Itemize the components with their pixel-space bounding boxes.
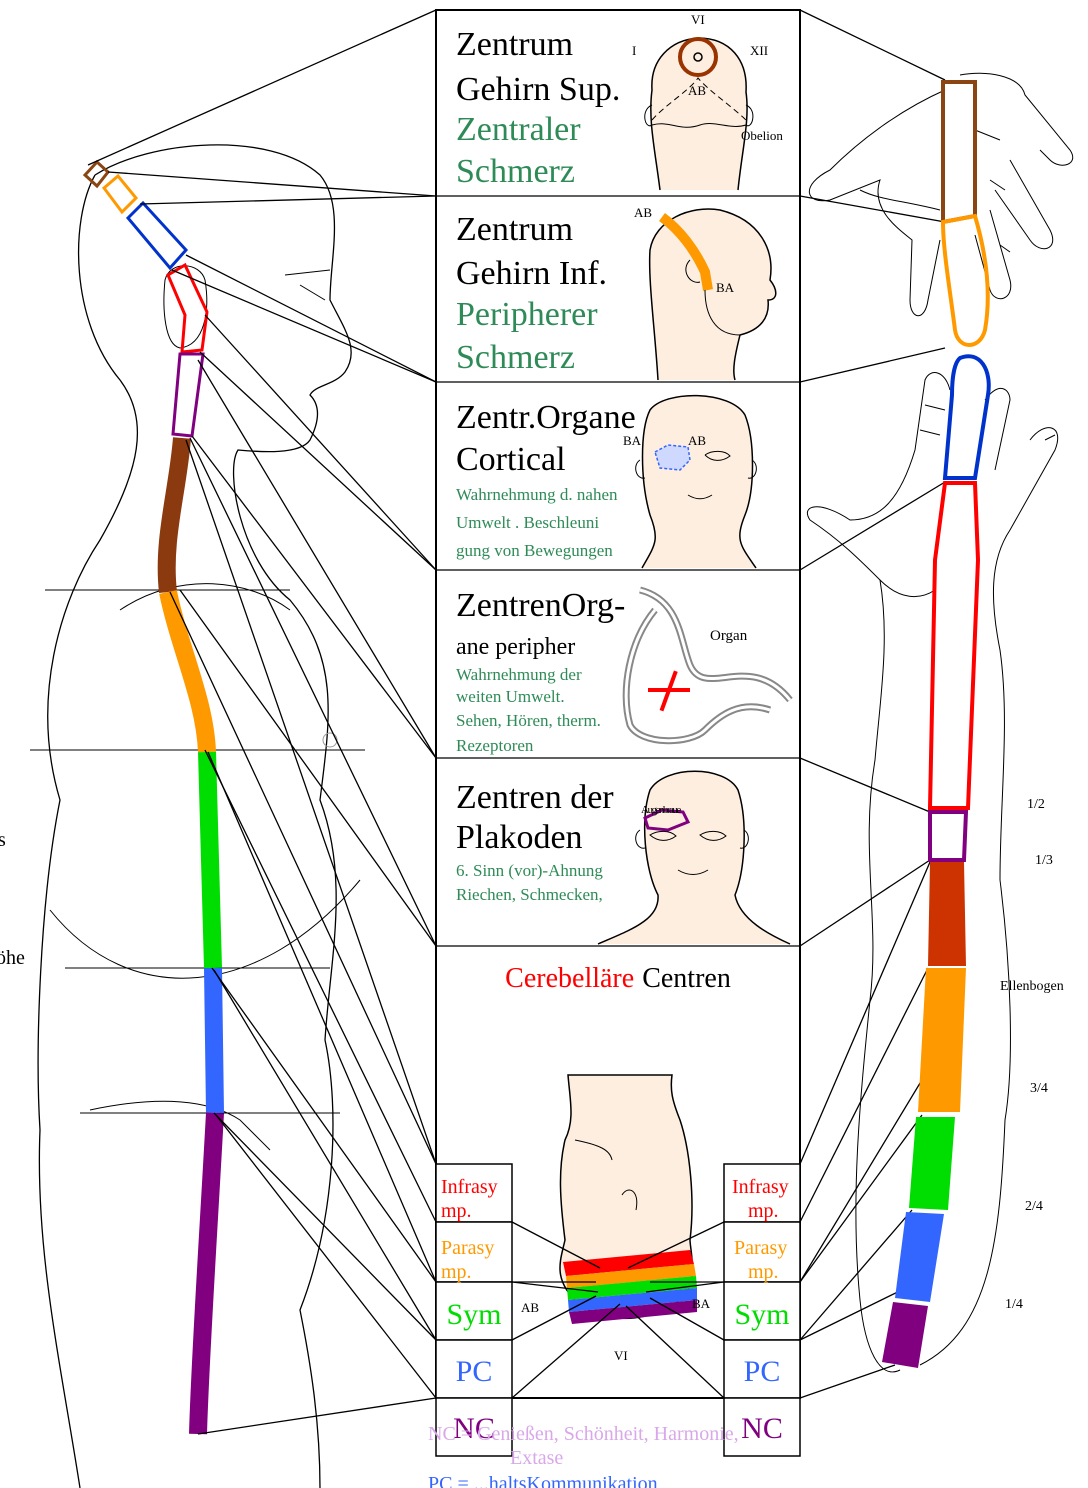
panel2-line3: Peripherer bbox=[456, 296, 598, 333]
spine-segment-red-outline bbox=[168, 265, 207, 352]
panel1-label-ab: AB bbox=[688, 83, 706, 98]
arm-label-one-quarter: 1/4 bbox=[1005, 1297, 1023, 1312]
arm-segment-orange-filled bbox=[918, 968, 966, 1112]
panel2-line4: Schmerz bbox=[456, 339, 575, 376]
cut-label-hoehe: öhe bbox=[0, 947, 25, 969]
panel1-label-vi: VI bbox=[691, 12, 705, 27]
right-box-nc: NC bbox=[741, 1412, 783, 1445]
right-box-parasymp-2: mp. bbox=[748, 1261, 779, 1283]
panel3-line2: Cortical bbox=[456, 441, 566, 478]
spine-segment-purple-filled bbox=[198, 1113, 215, 1434]
spine-segment-purple-outline bbox=[173, 354, 203, 436]
arm-label-three-quarter: 3/4 bbox=[1030, 1081, 1048, 1096]
panel4-label-organ: Organ bbox=[710, 628, 748, 644]
panel6-label-vi: VI bbox=[614, 1348, 628, 1363]
left-box-infrasymp-1: Infrasy bbox=[441, 1176, 498, 1198]
right-box-pc: PC bbox=[744, 1355, 781, 1388]
panel1-label-obelion: Obelion bbox=[741, 128, 783, 143]
arm-segment-brown-outline bbox=[943, 82, 975, 222]
left-box-pc: PC bbox=[456, 1355, 493, 1388]
right-box-infrasymp-2: mp. bbox=[748, 1200, 779, 1222]
left-boxes: Infrasy mp. Parasy mp. Sym PC NC bbox=[436, 1164, 512, 1456]
panel6-title-red: Cerebelläre bbox=[505, 963, 634, 994]
panel2-label-ba: BA bbox=[716, 280, 735, 295]
arm-segment-orange-outline bbox=[943, 216, 988, 345]
panel2-line1: Zentrum bbox=[456, 211, 573, 248]
right-boxes: Infrasy mp. Parasy mp. Sym PC NC bbox=[724, 1164, 800, 1456]
panel5-small1: 6. Sinn (vor)-Ahnung bbox=[456, 861, 603, 880]
panel3-small3: gung von Bewegungen bbox=[456, 541, 613, 560]
panel3-label-ba: BA bbox=[623, 433, 642, 448]
panel1-label-i: I bbox=[632, 43, 636, 58]
panel4-line2: ane peripher bbox=[456, 634, 575, 660]
panel6-title: Cerebelläre Centren bbox=[505, 963, 731, 994]
panel4-small4: Rezeptoren bbox=[456, 736, 534, 755]
panel5-line2: Plakoden bbox=[456, 819, 583, 856]
panel1-line2: Gehirn Sup. bbox=[456, 71, 620, 108]
arm-segment-blue-filled bbox=[895, 1212, 944, 1302]
panel4-small1: Wahrnehmung der bbox=[456, 665, 582, 684]
arm-segment-green-filled bbox=[909, 1117, 955, 1210]
left-box-infrasymp-2: mp. bbox=[441, 1200, 472, 1222]
panel3-small2: Umwelt . Beschleuni bbox=[456, 513, 599, 532]
spine-segment-blue-filled bbox=[213, 968, 215, 1113]
panel2-label-ab: AB bbox=[634, 205, 652, 220]
arm-labels: 1/2 1/3 Ellenbogen 3/4 2/4 1/4 bbox=[1000, 797, 1064, 1312]
spine-segment-green-filled bbox=[207, 752, 213, 968]
spine-segment-orange-outline bbox=[104, 176, 136, 212]
panel1-label-xii: XII bbox=[750, 43, 768, 58]
panel1-line4: Schmerz bbox=[456, 153, 575, 190]
right-box-infrasymp-1: Infrasy bbox=[732, 1176, 789, 1198]
arm-label-elbow: Ellenbogen bbox=[1000, 979, 1064, 994]
legend-pc-line1: PC = ...haltsKommunikation bbox=[428, 1473, 658, 1488]
panel4-line1: ZentrenOrg- bbox=[456, 587, 625, 624]
panel3-small1: Wahrnehmung d. nahen bbox=[456, 485, 618, 504]
left-box-sym: Sym bbox=[446, 1298, 501, 1331]
arm-label-third: 1/3 bbox=[1035, 853, 1053, 868]
right-box-sym: Sym bbox=[734, 1298, 789, 1331]
spine-meridian bbox=[85, 162, 215, 1434]
legend-nc-line2: Extase bbox=[510, 1447, 563, 1469]
arm-segment-purple-outline bbox=[930, 812, 966, 860]
cut-label-s: s bbox=[0, 829, 6, 851]
arm-meridian bbox=[882, 82, 989, 1368]
arm-segment-rust-filled bbox=[928, 862, 966, 966]
panel6-label-ab: AB bbox=[521, 1300, 539, 1315]
panel4-small3: Sehen, Hören, therm. bbox=[456, 711, 601, 730]
panel2-line2: Gehirn Inf. bbox=[456, 255, 607, 292]
panel4-small2: weiten Umwelt. bbox=[456, 687, 565, 706]
panel5-small2: Riechen, Schmecken, bbox=[456, 885, 603, 904]
legend-nc-line1: NC = Genießen, Schönheit, Harmonie, bbox=[428, 1423, 739, 1445]
spine-segment-blue-outline bbox=[128, 203, 186, 268]
spine-segment-orange-filled bbox=[168, 592, 207, 752]
panel3-line1: Zentr.Organe bbox=[456, 399, 636, 436]
arm-label-two-quarter: 2/4 bbox=[1025, 1199, 1043, 1214]
left-box-parasymp-1: Parasy bbox=[441, 1237, 494, 1259]
arm-segment-purple-filled bbox=[882, 1302, 928, 1368]
arm-segment-blue-outline bbox=[945, 356, 989, 478]
arm-label-half: 1/2 bbox=[1027, 797, 1045, 812]
panel6-title-black: Centren bbox=[642, 963, 731, 994]
right-box-parasymp-1: Parasy bbox=[734, 1237, 787, 1259]
panel5-label-augenbraue: Augenbraue bbox=[641, 804, 681, 816]
panel1-line1: Zentrum bbox=[456, 26, 573, 63]
panel3-label-ab: AB bbox=[688, 433, 706, 448]
arm-segment-red-outline bbox=[930, 483, 978, 808]
left-box-parasymp-2: mp. bbox=[441, 1261, 472, 1283]
spine-segment-brown-filled bbox=[167, 438, 182, 592]
panel6-label-ba: BA bbox=[692, 1296, 711, 1311]
panel1-line3: Zentraler bbox=[456, 111, 581, 148]
panel5-line1: Zentren der bbox=[456, 779, 614, 816]
